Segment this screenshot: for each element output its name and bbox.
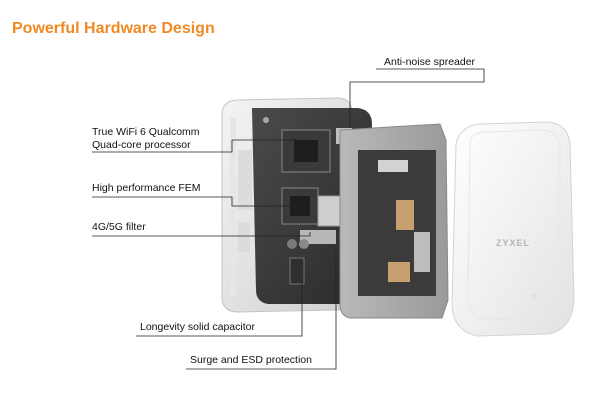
callout-leader-lines [92, 68, 485, 370]
leader-fem [92, 196, 296, 207]
label-fem: High performance FEM [92, 182, 201, 194]
label-filter: 4G/5G filter [92, 221, 146, 233]
leader-capacitor [136, 282, 303, 337]
label-processor-line1: True WiFi 6 Qualcomm [92, 126, 200, 138]
leader-anti-noise [349, 68, 485, 128]
label-processor-line2: Quad-core processor [92, 139, 191, 151]
label-anti-noise-spreader: Anti-noise spreader [384, 56, 476, 68]
leader-surge [186, 250, 337, 370]
leader-filter [92, 232, 311, 237]
brand-logo: ZYXEL [496, 238, 530, 248]
front-cover [451, 121, 575, 337]
label-surge: Surge and ESD protection [190, 354, 312, 366]
label-processor: True WiFi 6 Qualcomm Quad-core processor [92, 126, 200, 152]
anti-noise-spreader [339, 123, 449, 319]
page-title: Powerful Hardware Design [12, 20, 215, 37]
leader-processor [92, 139, 300, 153]
label-capacitor: Longevity solid capacitor [140, 321, 255, 333]
